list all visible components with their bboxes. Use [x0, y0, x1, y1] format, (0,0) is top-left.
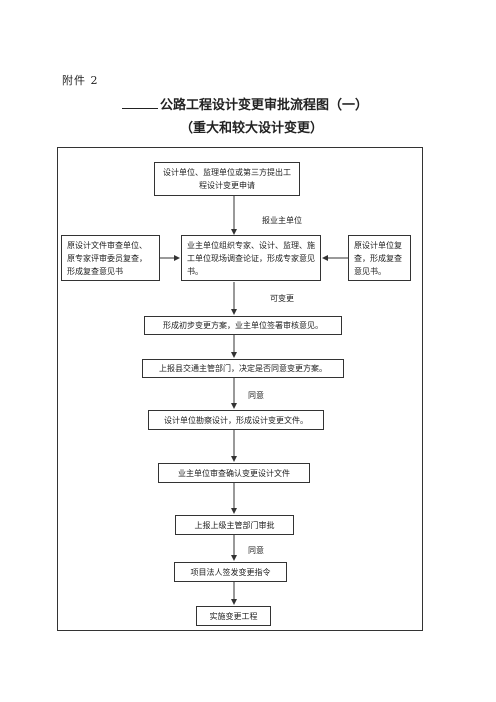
flowchart-frame: [57, 147, 423, 631]
node-county: 上报县交通主管部门，决定是否同意变更方案。: [142, 359, 344, 378]
node-left-review: 原设计文件审查单位、原专家评审委员复查，形成复查意见书: [61, 235, 160, 281]
title-underline: [122, 108, 158, 109]
node-upper-approve: 上报上级主管部门审批: [175, 515, 294, 535]
node-legal-sign: 项目法人签发变更指令: [174, 562, 287, 582]
label-agree-1: 同意: [248, 391, 264, 400]
node-owner-org: 业主单位组织专家、设计、监理、施工单位现场调查论证，形成专家意见书。: [181, 235, 321, 281]
label-changeable: 可变更: [270, 294, 294, 303]
node-survey: 设计单位勘察设计，形成设计变更文件。: [148, 410, 324, 430]
node-right-review: 原设计单位复查，形成复查意见书。: [348, 235, 411, 281]
attachment-label: 附件 2: [62, 74, 99, 87]
node-implement: 实施变更工程: [196, 606, 271, 626]
page-title: 公路工程设计变更审批流程图（一）: [160, 98, 369, 113]
label-report-owner: 报业主单位: [262, 216, 302, 225]
page-subtitle: （重大和较大设计变更）: [180, 121, 324, 136]
node-apply: 设计单位、监理单位或第三方提出工程设计变更申请: [154, 162, 300, 196]
node-prelim: 形成初步变更方案，业主单位签署审核意见。: [144, 316, 342, 335]
node-owner-confirm: 业主单位审查确认变更设计文件: [158, 463, 310, 483]
label-agree-2: 同意: [248, 546, 264, 555]
